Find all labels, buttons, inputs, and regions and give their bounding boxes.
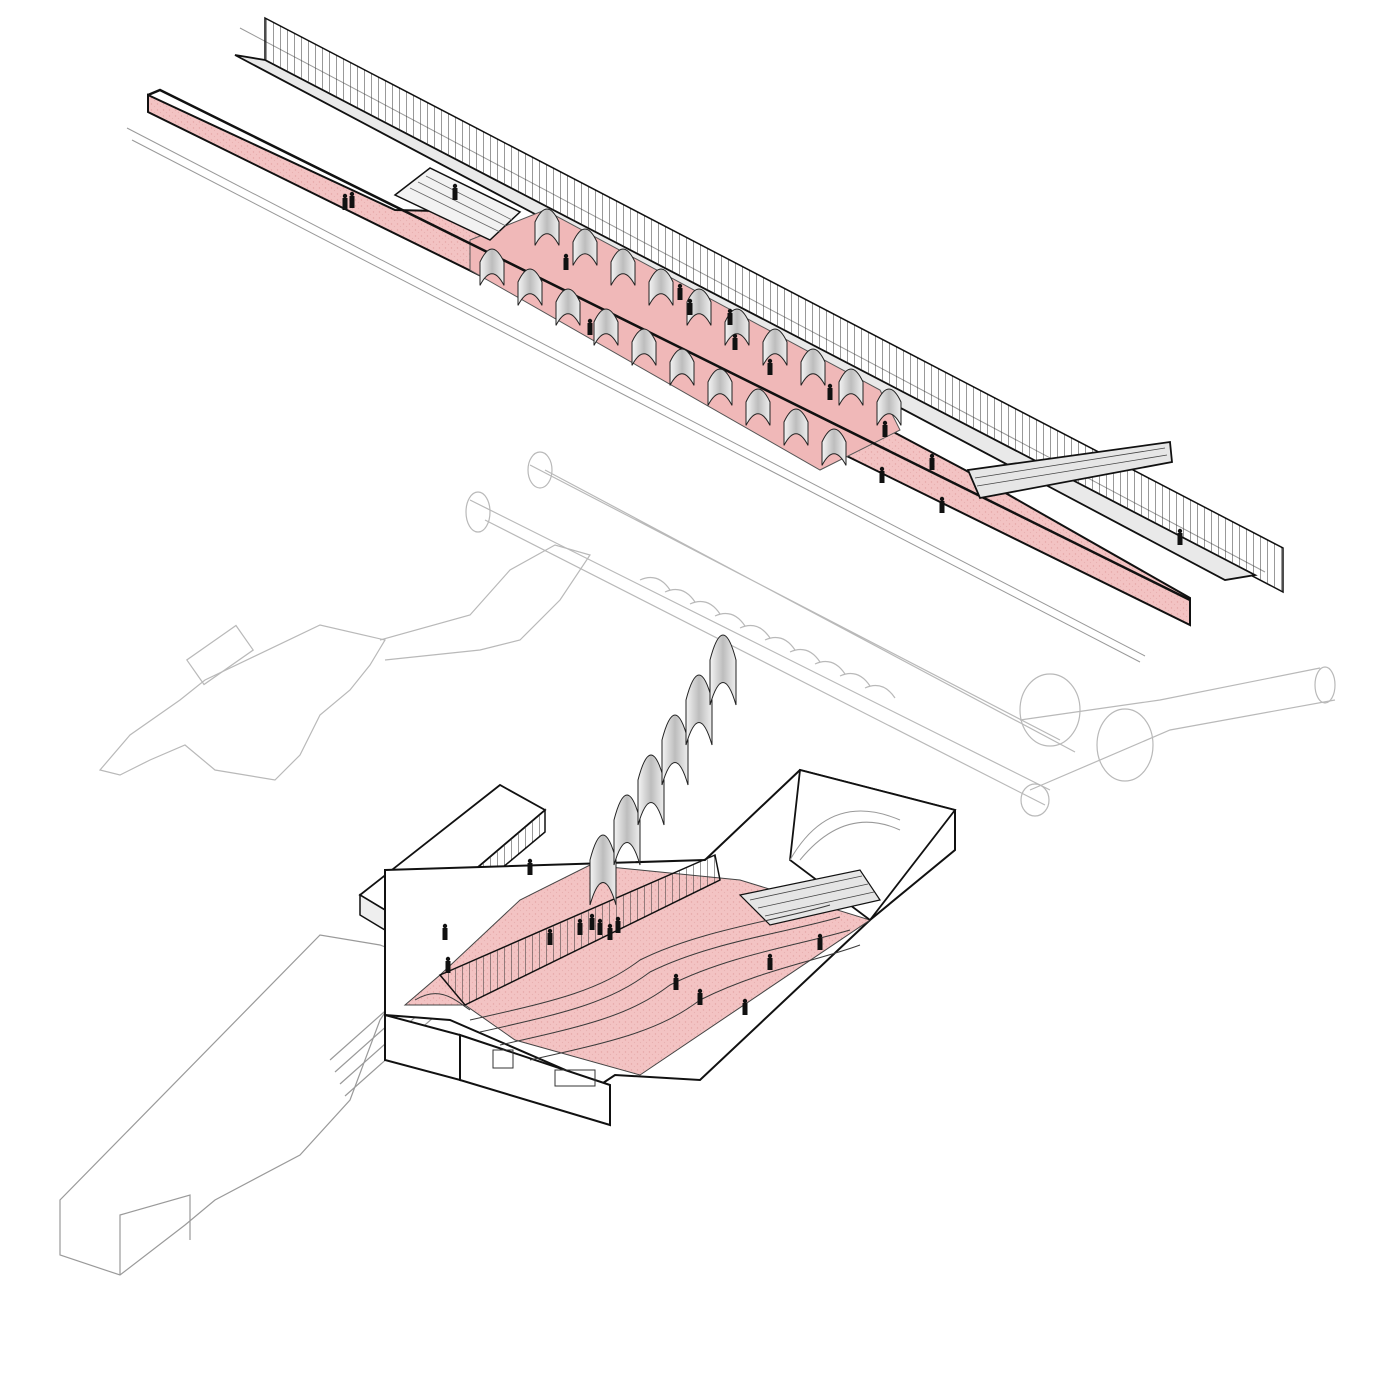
person-figure — [442, 923, 448, 940]
platform-vault — [762, 328, 788, 366]
person-figure — [742, 998, 748, 1015]
concourse-vault — [589, 834, 617, 906]
person-figure — [879, 466, 885, 483]
old-ticket-hall — [98, 624, 386, 781]
platform-vaults — [479, 208, 902, 466]
person-figure — [817, 933, 823, 950]
concourse-front-wall — [384, 1013, 461, 1082]
platform-vault — [686, 288, 712, 326]
tunnel-end — [1020, 783, 1050, 817]
concourse-level — [59, 768, 957, 1276]
concourse-vault — [685, 674, 713, 746]
platform-vault — [838, 368, 864, 406]
concourse-vaults — [589, 634, 737, 906]
person-figure — [929, 453, 935, 470]
person-figure — [452, 183, 458, 200]
platform-vault — [783, 408, 809, 446]
tunnel-end — [1314, 666, 1336, 704]
street-entrance-ghost — [59, 934, 436, 1276]
platform-vault — [707, 368, 733, 406]
tunnel-mouth — [465, 491, 491, 533]
person-figure — [727, 308, 733, 325]
escalator-bridge — [966, 440, 1173, 500]
concourse-vault — [637, 754, 665, 826]
platform-front-edge — [147, 88, 1191, 602]
person-figure — [1177, 528, 1183, 545]
person-figure — [677, 283, 683, 300]
platform-vault — [593, 308, 619, 346]
concourse-vault — [661, 714, 689, 786]
platform-vault — [631, 328, 657, 366]
tunnel-rings — [639, 577, 896, 699]
platform-vault — [555, 288, 581, 326]
person-figure — [577, 918, 583, 935]
shaft-drum — [1019, 673, 1081, 747]
tunnels-level — [98, 451, 1336, 817]
old-entrance-building — [185, 624, 255, 686]
person-figure — [342, 193, 348, 210]
east-tunnel — [1019, 667, 1336, 791]
person-figure — [615, 916, 621, 933]
person-figure — [939, 496, 945, 513]
tunnel-mouth — [527, 451, 553, 489]
escalator-shaft — [738, 768, 957, 926]
person-figure — [597, 918, 603, 935]
concourse-front-wall-2 — [459, 1033, 611, 1127]
person-figure — [767, 953, 773, 970]
platform-vault — [610, 248, 636, 286]
person-figure — [547, 928, 553, 945]
platform-vault — [517, 268, 543, 306]
person-figure — [445, 956, 451, 973]
person-figure — [767, 358, 773, 375]
front-windows — [492, 1049, 596, 1087]
person-figure — [589, 913, 595, 930]
platform-vault — [800, 348, 826, 386]
platform-level — [126, 16, 1284, 663]
person-figure — [882, 420, 888, 437]
person-figure — [527, 858, 533, 875]
running-tunnel — [469, 464, 1076, 806]
person-figure — [587, 318, 593, 335]
platform-vault — [876, 388, 902, 426]
platform-vault — [745, 388, 771, 426]
person-figure — [687, 298, 693, 315]
people-silhouettes — [342, 183, 1183, 1015]
platform-vault — [821, 428, 847, 466]
concourse-vault — [709, 634, 737, 706]
person-figure — [607, 923, 613, 940]
platform-vault — [479, 248, 505, 286]
person-figure — [697, 988, 703, 1005]
platform-vault — [669, 348, 695, 386]
person-figure — [827, 383, 833, 400]
person-figure — [673, 973, 679, 990]
person-figure — [563, 253, 569, 270]
shaft-drum — [1096, 708, 1154, 782]
person-figure — [732, 333, 738, 350]
platform-vault — [534, 208, 560, 246]
platform-vault — [572, 228, 598, 266]
concourse-vault — [613, 794, 641, 866]
person-figure — [349, 191, 355, 208]
connector-passage — [379, 544, 591, 661]
back-wall — [264, 16, 1284, 594]
platform-vault — [648, 268, 674, 306]
